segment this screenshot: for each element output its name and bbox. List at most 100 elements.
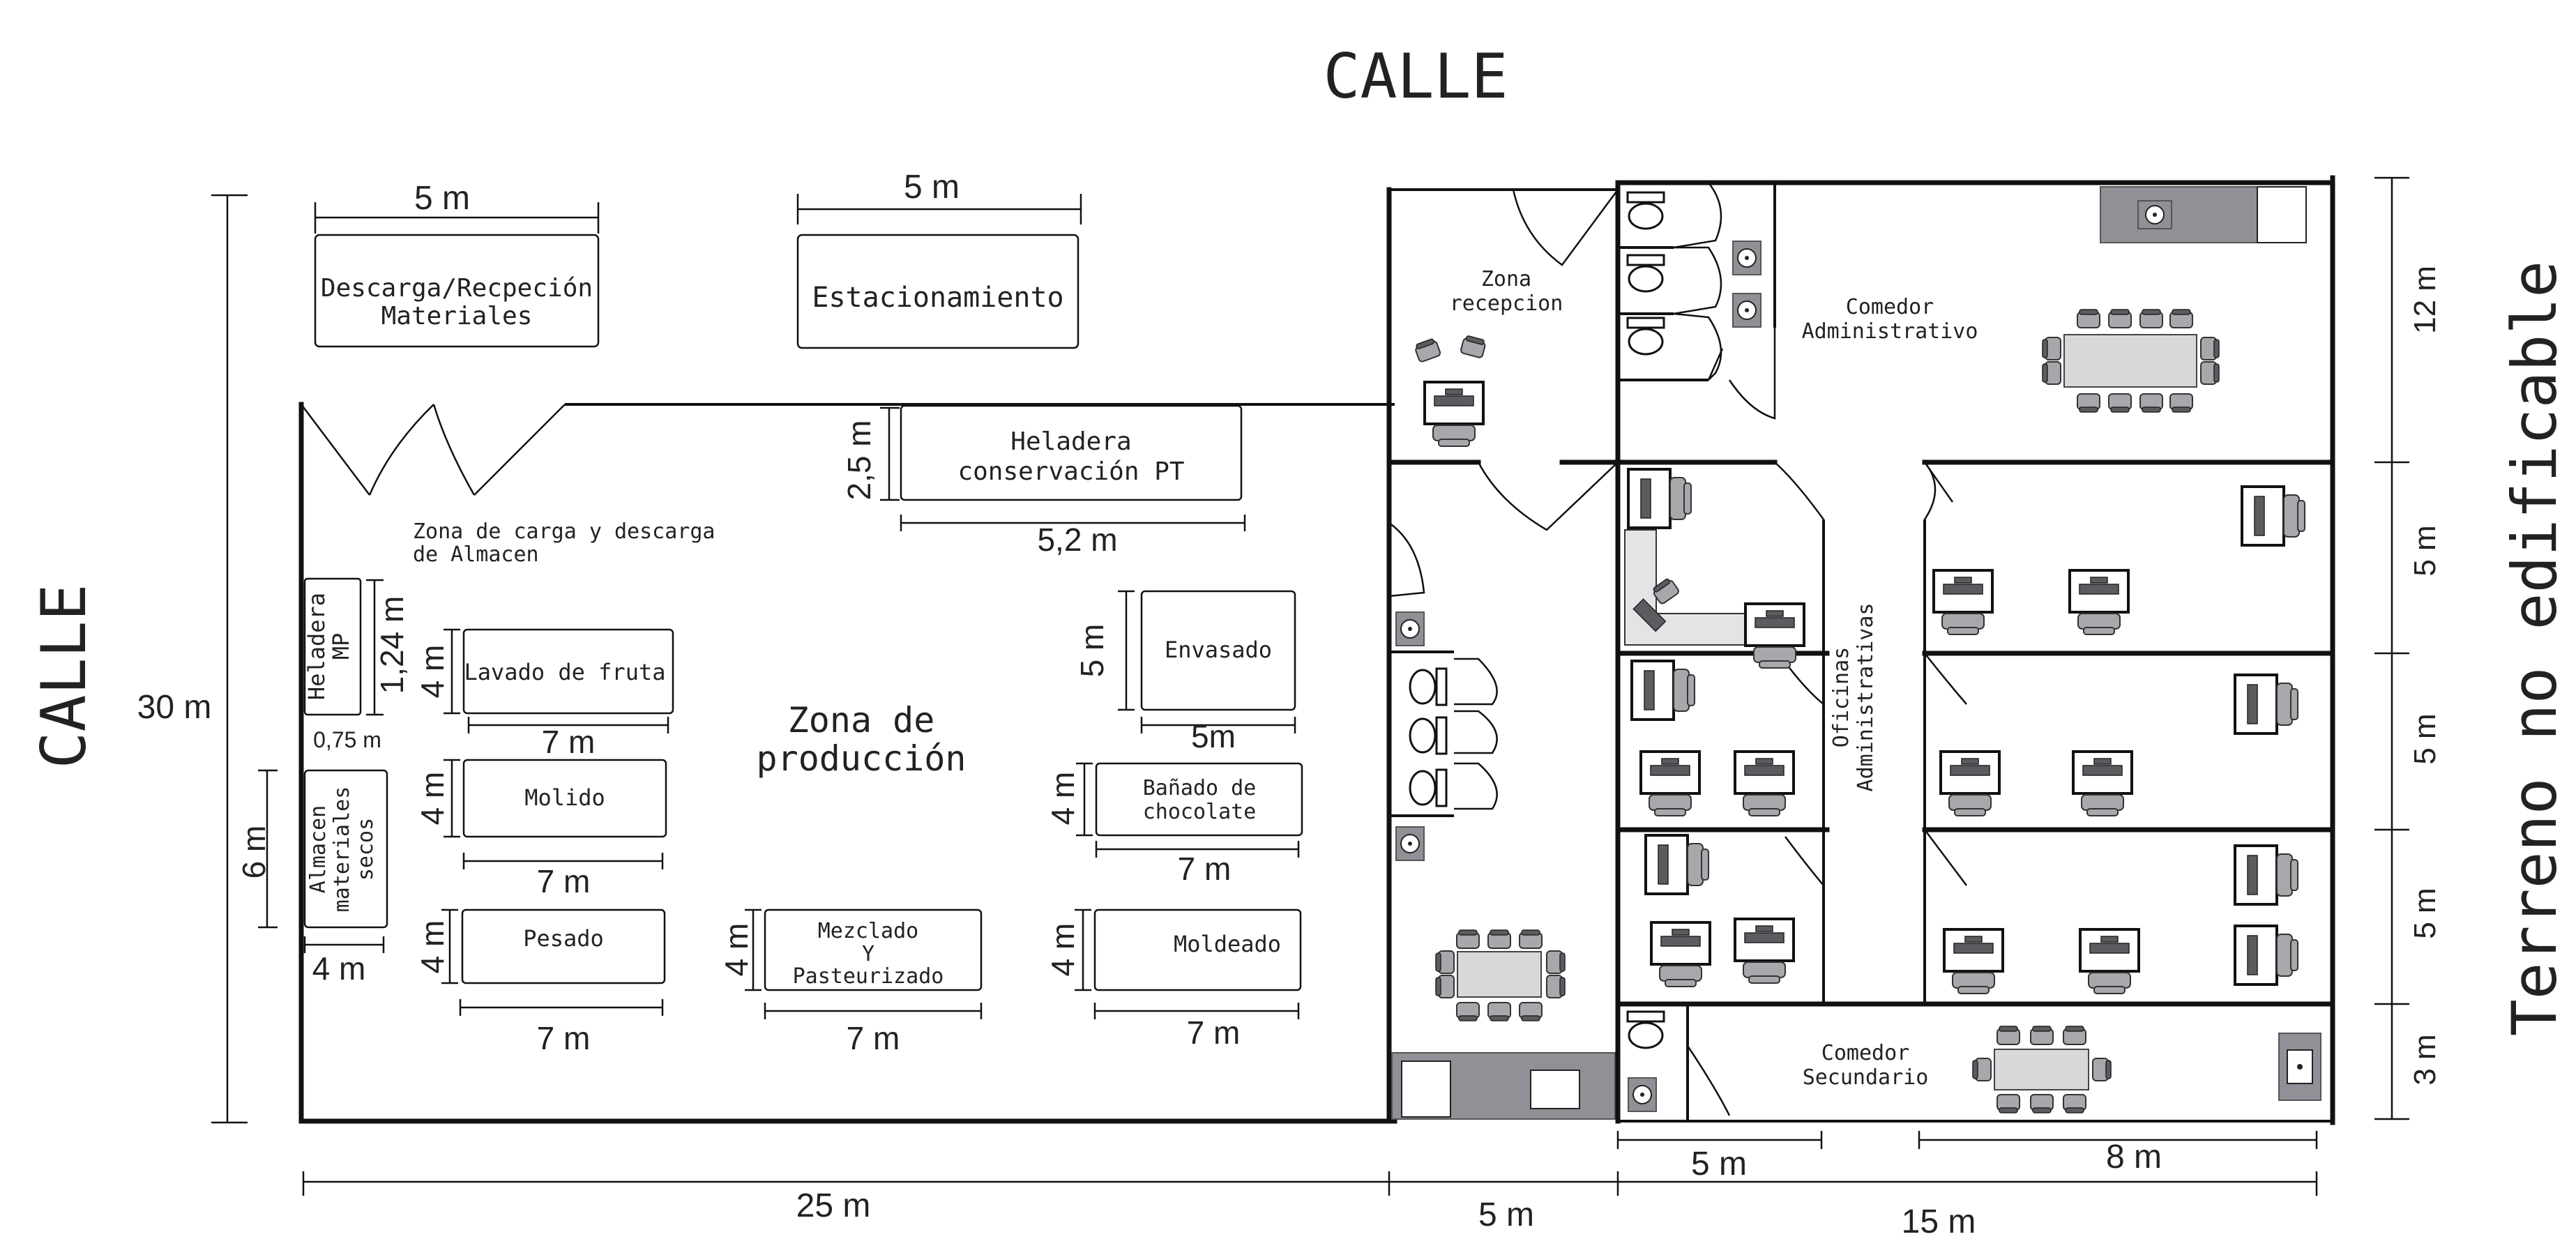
admin-kitchen-counter — [2100, 186, 2307, 243]
corridor-dining-table — [1435, 929, 1566, 1021]
unloading-dim: 5 m — [414, 180, 470, 217]
dry-storage-label-1: Almacen — [306, 805, 331, 893]
fridge-pt: Heladera conservación PT 2,5 m 5,2 m — [841, 404, 1246, 558]
admin-sink-1 — [1732, 241, 1761, 275]
dry-storage: Almacen materiales secos 6 m 4 m — [236, 769, 388, 987]
fridge-pt-dim-h: 2,5 m — [841, 420, 877, 500]
washing-dim-w: 7 m — [542, 724, 596, 760]
fridge-pt-dim-w: 5,2 m — [1037, 522, 1117, 558]
office-desk-l1 — [1627, 468, 1692, 529]
washing-label: Lavado de fruta — [464, 659, 666, 685]
mixing-dim-w: 7 m — [847, 1020, 900, 1056]
washing-station: Lavado de fruta 4 m 7 m — [414, 628, 674, 760]
reception-label-1: Zona — [1481, 267, 1531, 291]
street-left-label: CALLE — [28, 584, 100, 769]
office-desk-r3 — [2068, 569, 2130, 636]
weighing-dim-h: 4 m — [414, 920, 450, 974]
corridor-width-label: 5 m — [1478, 1196, 1534, 1233]
admin-toilet-2 — [1626, 254, 1665, 293]
unloading-area: 5 m Descarga/Recpeción Materiales — [314, 180, 600, 348]
office-reception-l-desk — [1624, 529, 1805, 669]
unloading-label-1: Descarga/Recpeción — [321, 274, 593, 303]
office-right-width-label: 8 m — [2106, 1139, 2162, 1176]
molding-station: Moldeado 4 m 7 m — [1045, 908, 1302, 1051]
small-wc-sink — [1628, 1077, 1657, 1112]
loading-zone-label-1: Zona de carga y descarga — [413, 519, 715, 544]
secondary-dining-sink — [2278, 1033, 2321, 1101]
weighing-label: Pesado — [523, 925, 604, 952]
right-dim-3: 3 m — [2408, 1034, 2442, 1085]
office-desk-l6 — [1650, 921, 1711, 988]
street-top-label: CALLE — [1324, 40, 1508, 112]
fridge-mp: Heladera MP 1,24 m 0,75 m — [303, 577, 410, 752]
production-walls — [298, 402, 1397, 1124]
right-dim-5a: 5 m — [2408, 525, 2442, 576]
office-desk-r4 — [2234, 674, 2299, 735]
office-desk-l5 — [1644, 834, 1710, 895]
total-height-label: 30 m — [137, 689, 212, 726]
molding-dim-w: 7 m — [1187, 1014, 1241, 1051]
offices-label-2: Administrativas — [1854, 603, 1878, 792]
mixing-label-3: Pasteurizado — [793, 964, 944, 989]
corridor-toilet-2 — [1409, 716, 1448, 755]
packaging-dim-w: 5m — [1191, 718, 1236, 754]
admin-width-label: 15 m — [1902, 1203, 1976, 1240]
unloading-label-2: Materiales — [381, 302, 533, 330]
grinding-label: Molido — [524, 784, 605, 811]
chocolate-dim-h: 4 m — [1045, 772, 1081, 826]
non-buildable-label: Terreno no edificable — [2499, 261, 2570, 1037]
dry-storage-dim-w: 4 m — [312, 950, 366, 987]
weighing-station: Pesado 4 m 7 m — [414, 908, 666, 1056]
right-dim-12: 12 m — [2408, 266, 2442, 334]
mixing-dim-h: 4 m — [718, 923, 755, 977]
fridge-pt-label-1: Heladera — [1010, 427, 1131, 456]
grinding-dim-h: 4 m — [414, 772, 450, 826]
production-zone-title-1: Zona de — [788, 700, 935, 740]
chocolate-label-2: chocolate — [1143, 800, 1257, 824]
small-wc-toilet — [1626, 1010, 1665, 1049]
office-desk-l3 — [1639, 750, 1701, 817]
reception-desk — [1423, 381, 1485, 448]
mixing-label-1: Mezclado — [818, 919, 919, 943]
chocolate-station: Bañado de chocolate 4 m 7 m — [1045, 762, 1303, 887]
secondary-dining-label-2: Secundario — [1803, 1065, 1929, 1090]
parking-area: 5 m Estacionamiento — [796, 169, 1082, 349]
dry-storage-label-2: materiales — [330, 786, 354, 913]
mixing-station: Mezclado Y Pasteurizado 4 m 7 m — [718, 908, 983, 1056]
washing-dim-h: 4 m — [414, 645, 450, 699]
weighing-dim-w: 7 m — [537, 1020, 591, 1056]
fridge-mp-dim-w: 0,75 m — [313, 727, 381, 752]
corridor-toilet-1 — [1409, 667, 1448, 706]
right-dimensions: 12 m 5 m 5 m 5 m 3 m — [2374, 176, 2442, 1120]
packaging-station: Envasado 5 m 5m — [1074, 590, 1296, 754]
total-width-label: 25 m — [796, 1187, 871, 1224]
parking-dim: 5 m — [904, 169, 960, 206]
dry-storage-label-3: secos — [354, 818, 378, 881]
fridge-mp-dim-h: 1,24 m — [374, 596, 410, 694]
admin-dining-label-1: Comedor — [1846, 295, 1934, 319]
grinding-dim-w: 7 m — [537, 863, 591, 899]
reception-chair-1 — [1413, 337, 1442, 363]
mixing-label-2: Y — [862, 942, 874, 966]
office-desk-r8 — [2234, 925, 2299, 986]
right-dim-5b: 5 m — [2408, 713, 2442, 764]
reception-block: Zona recepcion — [1386, 187, 1621, 1124]
admin-dining-label-2: Administrativo — [1802, 319, 1978, 344]
fridge-mp-label-1: Heladera — [303, 593, 330, 700]
molding-label: Moldeado — [1174, 931, 1281, 957]
chocolate-label-1: Bañado de — [1143, 776, 1257, 800]
admin-toilet-1 — [1626, 191, 1665, 230]
fridge-mp-label-2: MP — [328, 633, 354, 660]
office-desk-l2 — [1630, 660, 1696, 721]
loading-zone-label-2: de Almacen — [413, 542, 539, 567]
parking-label: Estacionamiento — [812, 282, 1063, 314]
corridor-sink-1 — [1395, 611, 1425, 646]
dry-storage-dim-h: 6 m — [236, 826, 272, 879]
admin-toilet-3 — [1626, 317, 1665, 356]
secondary-dining-label-1: Comedor — [1821, 1041, 1909, 1065]
grinding-station: Molido 4 m 7 m — [414, 759, 667, 899]
admin-sink-2 — [1732, 293, 1761, 328]
office-desk-l4 — [1734, 750, 1795, 817]
office-desk-l7 — [1734, 918, 1795, 984]
